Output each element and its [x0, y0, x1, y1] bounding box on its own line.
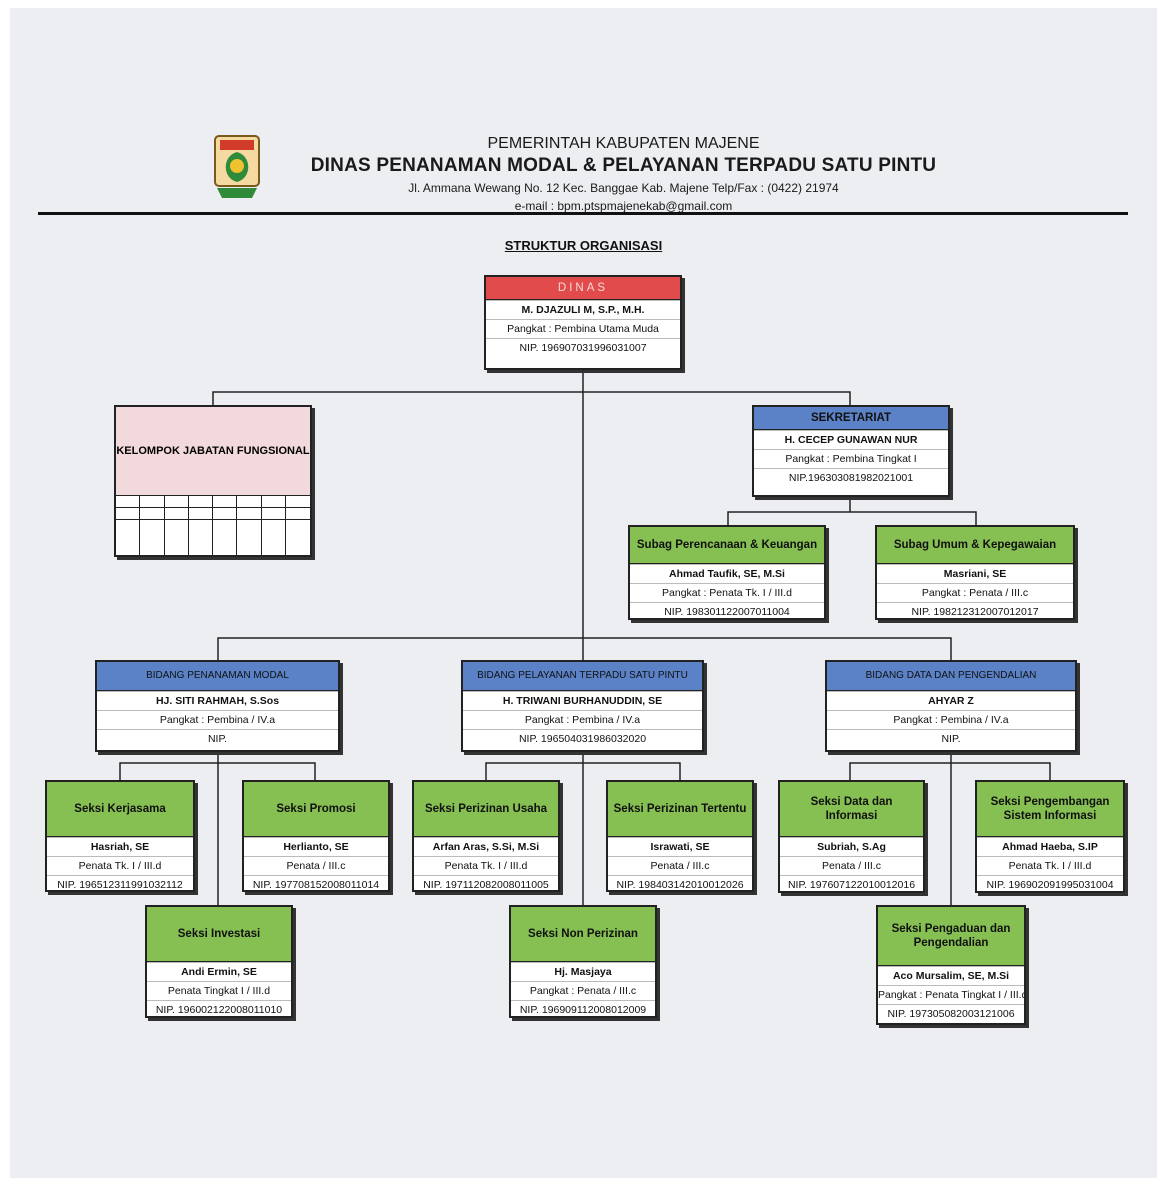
kelompok-jabatan-fungsional: KELOMPOK JABATAN FUNGSIONAL	[114, 405, 312, 557]
bidang-ptsp-rank: Pangkat : Pembina / IV.a	[463, 710, 702, 729]
dinas-name: M. DJAZULI M, S.P., M.H.	[486, 300, 680, 319]
seksi-perizinan-usaha-name: Arfan Aras, S.Si, M.Si	[414, 837, 558, 856]
subag-umum-rank: Pangkat : Penata / III.c	[877, 583, 1073, 602]
bidang-dp-name: AHYAR Z	[827, 691, 1075, 710]
seksi-perizinan-usaha-box: Seksi Perizinan Usaha Arfan Aras, S.Si, …	[412, 780, 560, 892]
seksi-kerjasama-rank: Penata Tk. I / III.d	[47, 856, 193, 875]
seksi-data-head: Seksi Data dan Informasi	[780, 782, 923, 837]
seksi-pengaduan-head: Seksi Pengaduan dan Pengendalian	[878, 907, 1024, 966]
seksi-perizinan-tertentu-name: Israwati, SE	[608, 837, 752, 856]
sekretariat-box: SEKRETARIAT H. CECEP GUNAWAN NUR Pangkat…	[752, 405, 950, 497]
seksi-psi-head: Seksi Pengembangan Sistem Informasi	[977, 782, 1123, 837]
sekretariat-rank: Pangkat : Pembina Tingkat I	[754, 449, 948, 468]
subag-perencanaan-head: Subag Perencanaan & Keuangan	[630, 527, 824, 564]
seksi-non-perizinan-head: Seksi Non Perizinan	[511, 907, 655, 962]
subag-umum-head: Subag Umum & Kepegawaian	[877, 527, 1073, 564]
seksi-data-name: Subriah, S.Ag	[780, 837, 923, 856]
subag-perencanaan-rank: Pangkat : Penata Tk. I / III.d	[630, 583, 824, 602]
seksi-pengembangan-sistem-box: Seksi Pengembangan Sistem Informasi Ahma…	[975, 780, 1125, 893]
seksi-investasi-rank: Penata Tingkat I / III.d	[147, 981, 291, 1000]
seksi-promosi-name: Herlianto, SE	[244, 837, 388, 856]
bidang-dp-head: BIDANG DATA DAN PENGENDALIAN	[827, 662, 1075, 691]
seksi-promosi-nip: NIP. 197708152008011014	[244, 875, 388, 894]
seksi-investasi-head: Seksi Investasi	[147, 907, 291, 962]
bidang-dp-rank: Pangkat : Pembina / IV.a	[827, 710, 1075, 729]
subag-umum-nip: NIP. 198212312007012017	[877, 602, 1073, 621]
chart-title: STRUKTUR ORGANISASI	[504, 238, 663, 253]
seksi-perizinan-tertentu-rank: Penata / III.c	[608, 856, 752, 875]
seksi-perizinan-tertentu-nip: NIP. 198403142010012026	[608, 875, 752, 894]
seksi-perizinan-usaha-rank: Penata Tk. I / III.d	[414, 856, 558, 875]
bidang-data-pengendalian-box: BIDANG DATA DAN PENGENDALIAN AHYAR Z Pan…	[825, 660, 1077, 752]
bidang-dp-nip: NIP.	[827, 729, 1075, 748]
bidang-ptsp-name: H. TRIWANI BURHANUDDIN, SE	[463, 691, 702, 710]
seksi-kerjasama-head: Seksi Kerjasama	[47, 782, 193, 837]
seksi-pengaduan-name: Aco Mursalim, SE, M.Si	[878, 966, 1024, 985]
seksi-promosi-box: Seksi Promosi Herlianto, SE Penata / III…	[242, 780, 390, 892]
header-email: e-mail : bpm.ptspmajenekab@gmail.com	[514, 199, 733, 213]
seksi-data-nip: NIP. 197607122010012016	[780, 875, 923, 894]
seksi-non-perizinan-nip: NIP. 196909112008012009	[511, 1000, 655, 1019]
seksi-perizinan-tertentu-box: Seksi Perizinan Tertentu Israwati, SE Pe…	[606, 780, 754, 892]
bidang-penanaman-modal-box: BIDANG PENANAMAN MODAL HJ. SITI RAHMAH, …	[95, 660, 340, 752]
seksi-psi-name: Ahmad Haeba, S.IP	[977, 837, 1123, 856]
seksi-perizinan-usaha-nip: NIP. 197112082008011005	[414, 875, 558, 894]
dinas-box: DINAS M. DJAZULI M, S.P., M.H. Pangkat :…	[484, 275, 682, 370]
dinas-rank: Pangkat : Pembina Utama Muda	[486, 319, 680, 338]
seksi-kerjasama-name: Hasriah, SE	[47, 837, 193, 856]
bidang-ptsp-nip: NIP. 196504031986032020	[463, 729, 702, 748]
seksi-investasi-name: Andi Ermin, SE	[147, 962, 291, 981]
seksi-data-informasi-box: Seksi Data dan Informasi Subriah, S.Ag P…	[778, 780, 925, 893]
bidang-pm-nip: NIP.	[97, 729, 338, 748]
seksi-kerjasama-nip: NIP. 196512311991032112	[47, 875, 193, 894]
bidang-pm-head: BIDANG PENANAMAN MODAL	[97, 662, 338, 691]
header-address: Jl. Ammana Wewang No. 12 Kec. Banggae Ka…	[408, 181, 839, 195]
bidang-ptsp-head: BIDANG PELAYANAN TERPADU SATU PINTU	[463, 662, 702, 691]
seksi-psi-nip: NIP. 196902091995031004	[977, 875, 1123, 894]
seksi-perizinan-usaha-head: Seksi Perizinan Usaha	[414, 782, 558, 837]
subag-perencanaan-nip: NIP. 198301122007011004	[630, 602, 824, 621]
subag-perencanaan-box: Subag Perencanaan & Keuangan Ahmad Taufi…	[628, 525, 826, 620]
seksi-kerjasama-box: Seksi Kerjasama Hasriah, SE Penata Tk. I…	[45, 780, 195, 892]
seksi-investasi-nip: NIP. 196002122008011010	[147, 1000, 291, 1019]
seksi-psi-rank: Penata Tk. I / III.d	[977, 856, 1123, 875]
seksi-non-perizinan-box: Seksi Non Perizinan Hj. Masjaya Pangkat …	[509, 905, 657, 1018]
seksi-non-perizinan-name: Hj. Masjaya	[511, 962, 655, 981]
seksi-pengaduan-box: Seksi Pengaduan dan Pengendalian Aco Mur…	[876, 905, 1026, 1025]
regency-logo-icon	[214, 135, 260, 198]
sekretariat-head: SEKRETARIAT	[754, 407, 948, 430]
seksi-promosi-rank: Penata / III.c	[244, 856, 388, 875]
seksi-investasi-box: Seksi Investasi Andi Ermin, SE Penata Ti…	[145, 905, 293, 1018]
seksi-pengaduan-rank: Pangkat : Penata Tingkat I / III.d	[878, 985, 1024, 1004]
seksi-perizinan-tertentu-head: Seksi Perizinan Tertentu	[608, 782, 752, 837]
subag-umum-box: Subag Umum & Kepegawaian Masriani, SE Pa…	[875, 525, 1075, 620]
sekretariat-name: H. CECEP GUNAWAN NUR	[754, 430, 948, 449]
kelompok-grid	[116, 496, 310, 556]
bidang-pm-rank: Pangkat : Pembina / IV.a	[97, 710, 338, 729]
header-government: PEMERINTAH KABUPATEN MAJENE	[487, 135, 760, 152]
kelompok-label: KELOMPOK JABATAN FUNGSIONAL	[116, 407, 310, 496]
subag-umum-name: Masriani, SE	[877, 564, 1073, 583]
bidang-pm-name: HJ. SITI RAHMAH, S.Sos	[97, 691, 338, 710]
header-rule	[38, 212, 1128, 215]
subag-perencanaan-name: Ahmad Taufik, SE, M.Si	[630, 564, 824, 583]
seksi-non-perizinan-rank: Pangkat : Penata / III.c	[511, 981, 655, 1000]
seksi-pengaduan-nip: NIP. 197305082003121006	[878, 1004, 1024, 1023]
bidang-ptsp-box: BIDANG PELAYANAN TERPADU SATU PINTU H. T…	[461, 660, 704, 752]
dinas-nip: NIP. 196907031996031007	[486, 338, 680, 357]
seksi-promosi-head: Seksi Promosi	[244, 782, 388, 837]
seksi-data-rank: Penata / III.c	[780, 856, 923, 875]
header-agency: DINAS PENANAMAN MODAL & PELAYANAN TERPAD…	[310, 155, 937, 176]
dinas-head: DINAS	[486, 277, 680, 300]
sekretariat-nip: NIP.196303081982021001	[754, 468, 948, 487]
